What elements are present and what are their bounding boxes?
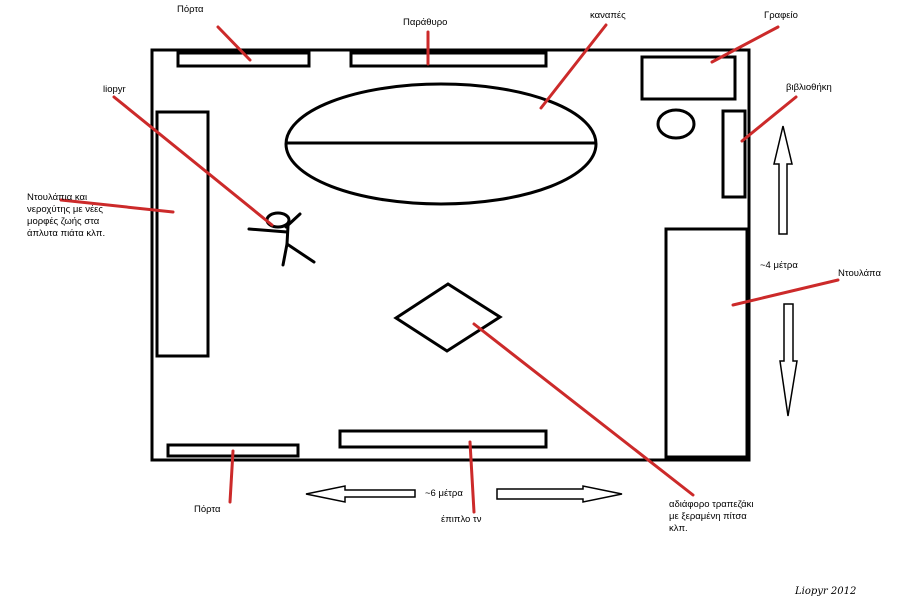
cupboards-sink (155, 110, 210, 358)
label-door-bottom: Πόρτα (194, 504, 221, 515)
arrow-up (773, 125, 793, 235)
leader-desk (710, 25, 780, 64)
arrow-left (305, 485, 416, 503)
wardrobe (664, 227, 749, 459)
room-outline (150, 48, 751, 462)
leader-coffee-table (472, 322, 695, 497)
leader-tv (468, 440, 476, 514)
label-window: Παράθυρο (403, 17, 448, 28)
arrow-down (779, 303, 798, 417)
arrow-right (496, 485, 623, 503)
leader-door-bottom (228, 449, 235, 504)
desk (640, 55, 737, 101)
signature: Liopyr 2012 (795, 586, 857, 597)
label-desk: Γραφείο (764, 10, 798, 21)
tv-unit (338, 429, 548, 449)
label-cupboards-sink: Ντουλάπια και νεροχύτης με νέες μορφές ζ… (27, 192, 106, 239)
label-coffee-table: αδιάφορο τραπεζάκι με ξεραμένη πίτσα κλπ… (669, 499, 754, 534)
coffee-table (393, 282, 503, 353)
bookcase (721, 109, 747, 199)
leader-bookcase (740, 95, 798, 143)
chair (656, 108, 696, 140)
label-width: ~4 μέτρα (760, 260, 798, 271)
leader-door-top (216, 25, 252, 62)
window (349, 51, 548, 68)
label-bookcase: βιβλιοθήκη (786, 82, 832, 93)
label-door-top: Πόρτα (177, 4, 204, 15)
leader-wardrobe (731, 278, 840, 307)
label-tv-unit: έπιπλο τν (441, 514, 482, 525)
label-user: liopyr (103, 84, 126, 95)
leader-user (112, 95, 274, 227)
leader-sofa (539, 23, 608, 110)
label-wardrobe: Ντουλάπα (838, 268, 881, 279)
label-length: ~6 μέτρα (425, 488, 463, 499)
label-sofa: καναπές (590, 10, 626, 21)
stick-figure (247, 211, 316, 267)
leader-cupboards (59, 198, 175, 214)
